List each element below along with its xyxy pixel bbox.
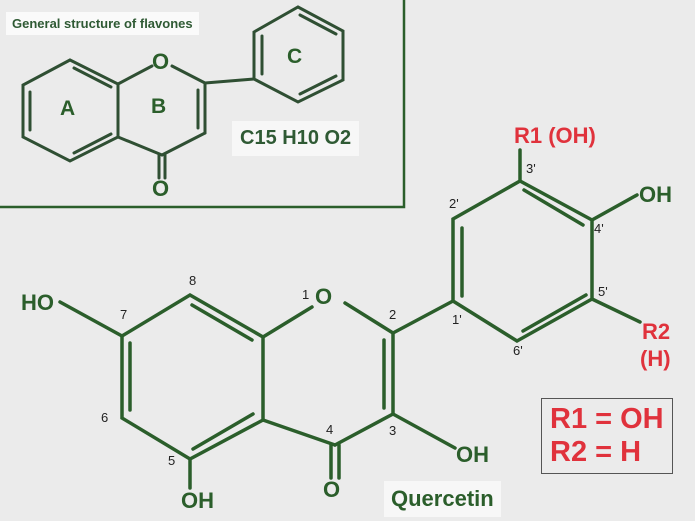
position-8: 8 [189,273,197,288]
inset-title: General structure of flavones [6,12,199,35]
position-3-prime: 3' [526,161,536,176]
substituent-legend: R1 = OH R2 = H [541,398,673,474]
ring-c-label: C [287,45,303,68]
hydroxyl-3: OH [456,442,489,467]
ring-a-label: A [60,97,76,120]
compound-name: Quercetin [384,481,501,517]
position-4: 4 [326,422,334,437]
molecular-formula: C15 H10 O2 [232,121,360,156]
hydroxyl-7: HO [21,290,54,315]
ring-oxygen-o1: O [315,284,333,309]
position-4-prime: 4' [594,221,604,236]
position-6-prime: 6' [513,343,523,358]
r2-sub-label: (H) [640,346,671,371]
r1-label: R1 (OH) [514,123,596,148]
position-1: 1 [302,287,310,302]
legend-r2: R2 = H [550,436,642,468]
position-1-prime: 1' [452,312,462,327]
position-2-prime: 2' [449,196,459,211]
inset-border [0,0,406,209]
carbonyl-oxygen-4: O [323,477,341,502]
position-5-prime: 5' [598,284,608,299]
inset-carbonyl-oxygen: O [152,176,170,201]
inset-ring-oxygen: O [152,49,170,74]
hydroxyl-5: OH [181,488,214,513]
position-3: 3 [389,423,397,438]
legend-r1: R1 = OH [550,403,664,435]
position-7: 7 [120,307,128,322]
position-5: 5 [168,453,176,468]
hydroxyl-4-prime: OH [639,182,672,207]
r2-label: R2 [642,319,671,344]
ring-b-label: B [151,95,167,118]
position-6: 6 [101,410,109,425]
position-2: 2 [389,307,397,322]
